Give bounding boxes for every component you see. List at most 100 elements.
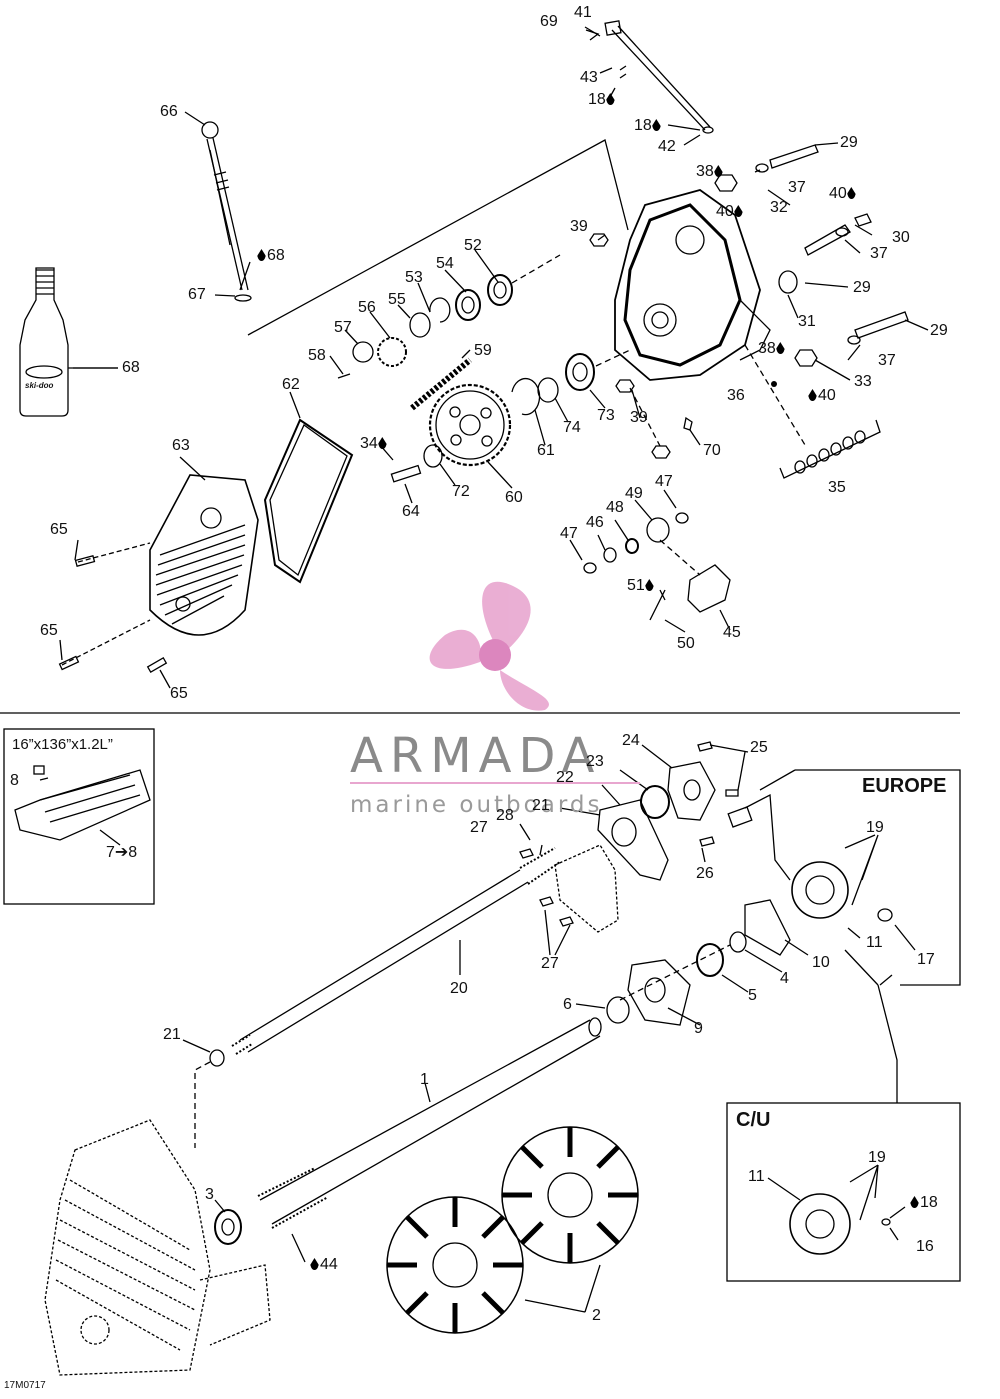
track-spec-box [3, 728, 155, 905]
lubricant-drop-icon [377, 437, 387, 449]
lubricant-drop-icon [605, 93, 615, 105]
seal-3 [214, 1209, 242, 1245]
washer-47a [583, 562, 597, 574]
callout-58: 58 [308, 347, 326, 364]
drive-sprocket-2b [501, 1126, 639, 1264]
callout-61: 61 [537, 442, 555, 459]
nut-38a [714, 174, 738, 192]
circlip-61 [511, 377, 541, 416]
callout-27b: 27 [541, 955, 559, 972]
callout-21b: 21 [163, 1026, 181, 1043]
callout-35: 35 [828, 479, 846, 496]
lubricant-drop-icon [644, 579, 654, 591]
callout-29a: 29 [840, 134, 858, 151]
callout-65b: 65 [40, 622, 58, 639]
dipstick-66 [201, 121, 252, 302]
lubricant-drop-icon [775, 342, 785, 354]
callout-63: 63 [172, 437, 190, 454]
callout-64: 64 [402, 503, 420, 520]
bottle-brand-label: ski-doo [25, 381, 54, 390]
bushing-72 [423, 444, 443, 468]
callout-11a: 11 [866, 934, 883, 951]
callout-10: 10 [812, 954, 830, 971]
chaincase-ghost [44, 1119, 271, 1376]
flange-11-europe [791, 861, 849, 919]
screws-65 [58, 542, 168, 673]
callout-6: 6 [563, 996, 572, 1013]
callout-43: 43 [580, 69, 598, 86]
lubricant-drop-icon [910, 1196, 919, 1208]
drive-sprocket-2a [386, 1196, 524, 1334]
callout-7to8: 7➔8 [106, 844, 138, 861]
callout-11b: 11 [748, 1168, 765, 1185]
callout-72: 72 [452, 483, 470, 500]
watermark-brand: ARMADA [350, 728, 602, 784]
watermark-propeller-icon [429, 581, 549, 711]
callout-53: 53 [405, 269, 423, 286]
shaft-20 [231, 847, 561, 1055]
lubricant-drop-icon [733, 205, 743, 217]
watermark-tagline: marine outboards [350, 792, 603, 818]
callout-21a: 21 [532, 797, 550, 814]
chaincase-housing-36 [614, 189, 771, 381]
callout-49: 49 [625, 485, 643, 502]
track-spec-label: 16”x136”x1.2L” [12, 736, 113, 753]
lubricant-drop-icon [846, 187, 856, 199]
cu-title: C/U [736, 1109, 771, 1131]
bolt-29b [804, 224, 851, 256]
callout-46: 46 [586, 514, 604, 531]
chain-59 [410, 357, 472, 411]
gasket-62 [263, 418, 354, 584]
nut-38b [794, 349, 818, 367]
callout-27a: 27 [470, 819, 488, 836]
lubricant-drop-icon [310, 1258, 319, 1270]
callout-74: 74 [563, 419, 581, 436]
callout-18a: 18 [588, 92, 616, 108]
callout-69: 69 [540, 13, 558, 30]
callout-68a: 68 [257, 248, 285, 264]
callout-24: 24 [622, 732, 640, 749]
pin-70 [683, 416, 693, 431]
europe-title: EUROPE [862, 775, 947, 797]
bearing-48 [625, 538, 639, 554]
callout-38b: 38 [758, 341, 786, 357]
washer-47b [675, 512, 689, 524]
fitting-16 [881, 1218, 891, 1226]
callout-70: 70 [703, 442, 721, 459]
shims-35 [779, 419, 881, 479]
callout-40a: 40 [829, 186, 857, 202]
sprocket-60 [428, 383, 512, 467]
callout-51: 51 [627, 578, 655, 594]
europe-box [795, 769, 961, 986]
spacer-46 [603, 547, 617, 563]
lubricant-drop-icon [257, 249, 266, 261]
callout-18b: 18 [634, 118, 662, 134]
callout-54: 54 [436, 255, 454, 272]
callout-19b: 19 [868, 1149, 886, 1166]
callout-41: 41 [574, 4, 592, 21]
nut-27c [559, 916, 574, 927]
reference-code: 17M0717 [4, 1380, 46, 1391]
upper-shaft-stack [337, 254, 561, 379]
callout-39b: 39 [630, 409, 648, 426]
callout-17: 17 [917, 951, 935, 968]
callout-1: 1 [420, 1071, 429, 1088]
callout-19a: 19 [866, 819, 884, 836]
track-icon [14, 769, 151, 841]
callout-30: 30 [892, 229, 910, 246]
callout-29c: 29 [930, 322, 948, 339]
bolt-30 [854, 213, 872, 227]
bracket-45 [687, 564, 731, 613]
sensor-17 [877, 908, 893, 922]
bolt-29a [769, 144, 819, 169]
callout-37a: 37 [788, 179, 806, 196]
callout-66: 66 [160, 103, 178, 120]
nut-39b [615, 379, 635, 393]
callout-44: 44 [310, 1257, 338, 1273]
callout-2: 2 [592, 1307, 601, 1324]
callout-48: 48 [606, 499, 624, 516]
washer-74 [537, 377, 559, 403]
callout-39a: 39 [570, 218, 588, 235]
chaincase-cover-63 [149, 474, 259, 636]
